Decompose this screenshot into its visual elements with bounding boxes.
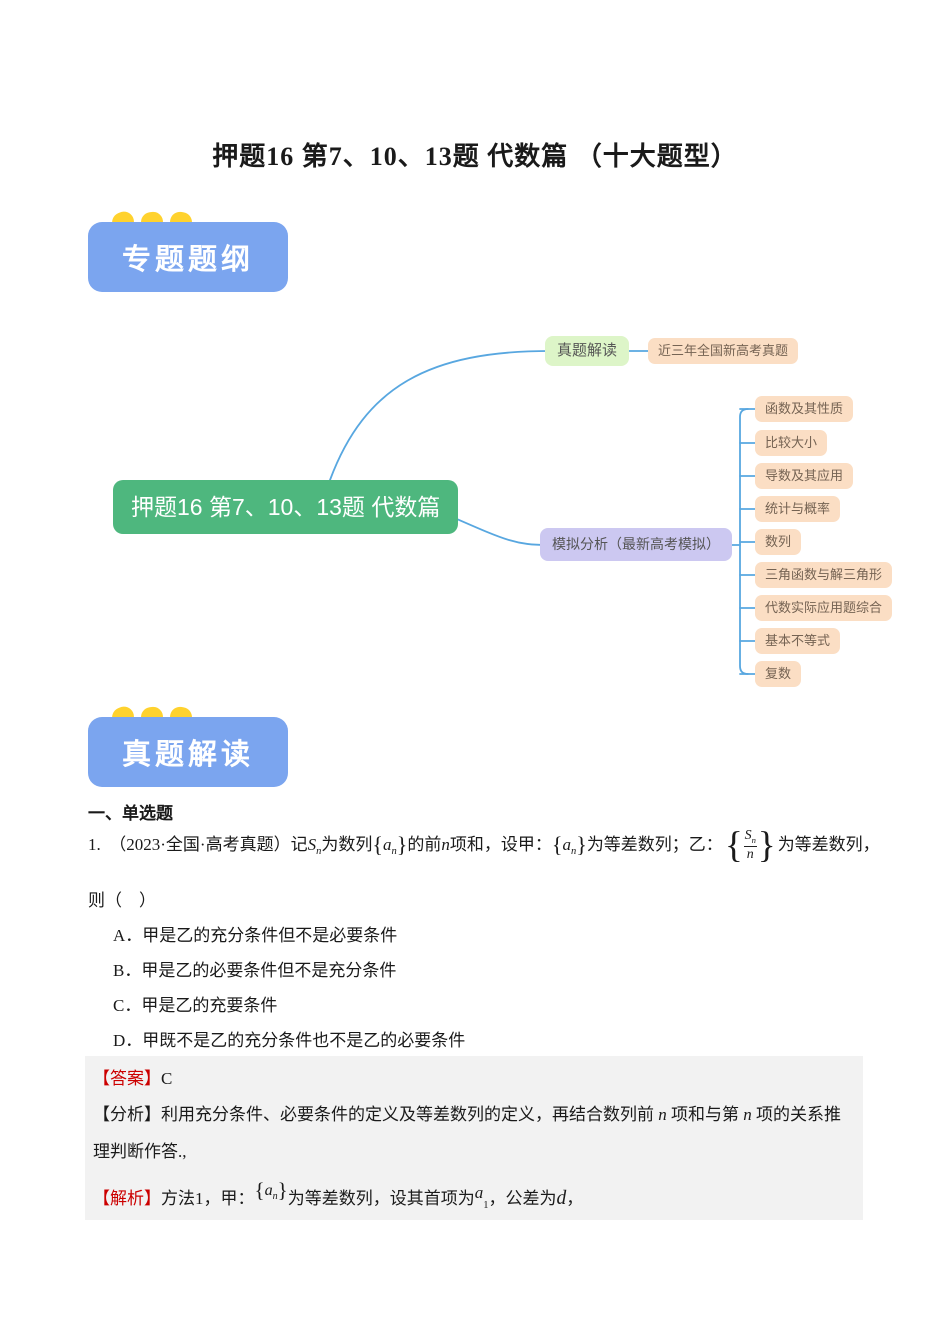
- question-seg: 为数列: [321, 834, 373, 854]
- analysis-row: 【分析】利用充分条件、必要条件的定义及等差数列的定义，再结合数列前 n 项和与第…: [93, 1096, 855, 1170]
- question-intro: 1. （2023·全国·高考真题）记: [88, 834, 308, 854]
- option-b: B．甲是乙的必要条件但不是充分条件: [113, 956, 396, 981]
- solution-text: ，公差为: [488, 1188, 557, 1208]
- question-seg: 的前: [407, 834, 442, 854]
- zhenti-badge: 真题解读: [88, 703, 308, 791]
- analysis-text: 项和与第: [671, 1105, 739, 1124]
- mindmap-topic-application: 代数实际应用题综合: [755, 595, 893, 621]
- question-seg: 为等差数列，: [777, 834, 880, 854]
- mindmap: 押题16 第7、10、13题 代数篇 真题解读 近三年全国新高考真题 模拟分析（…: [0, 320, 950, 700]
- brace-right: }: [576, 832, 587, 857]
- answer-label: 【答案】: [93, 1069, 161, 1088]
- brace-right: }: [396, 832, 408, 857]
- option-key: B．: [113, 961, 142, 980]
- brace-left: {: [254, 1178, 265, 1202]
- solution-row: 【解析】方法1，甲：{an}为等差数列，设其首项为a1，公差为d，: [93, 1178, 583, 1211]
- brace-left: {: [551, 832, 563, 857]
- option-key: C．: [113, 996, 142, 1015]
- mindmap-node-zhenti-child: 近三年全国新高考真题: [648, 338, 799, 364]
- math-sub-n: n: [751, 835, 756, 846]
- option-a: A．甲是乙的充分条件但不是必要条件: [113, 921, 397, 946]
- analysis-text: 利用充分条件、必要条件的定义及等差数列的定义，再结合数列前: [161, 1105, 654, 1124]
- math-d: d: [556, 1187, 567, 1209]
- brace-left: {: [372, 832, 383, 857]
- mindmap-center-node: 押题16 第7、10、13题 代数篇: [113, 480, 459, 534]
- answer-block: 【答案】C 【分析】利用充分条件、必要条件的定义及等差数列的定义，再结合数列前 …: [85, 1056, 863, 1220]
- brace-right: }: [757, 825, 776, 867]
- mindmap-topic-trig: 三角函数与解三角形: [755, 562, 893, 588]
- connector-center-to-zhenti: [329, 350, 551, 481]
- connector-center-to-moni: [449, 515, 549, 546]
- mindmap-topic-sequence: 数列: [755, 529, 802, 555]
- topic-stub-lines: [739, 408, 759, 675]
- option-text: 甲是乙的充要条件: [141, 996, 278, 1015]
- math-sub-1: 1: [483, 1200, 489, 1212]
- question-seg: 项和，设甲：: [449, 834, 552, 854]
- brace-right: }: [277, 1178, 288, 1202]
- math-sub-n: n: [391, 846, 397, 858]
- question-1-text: 1. （2023·全国·高考真题）记Sn为数列{an}的前n项和，设甲：{an}…: [88, 826, 888, 864]
- solution-text: 为等差数列，设其首项为: [287, 1188, 475, 1208]
- math-a1: a: [474, 1182, 484, 1202]
- answer-value: C: [161, 1069, 173, 1088]
- analysis-text: 项的关系推理判断作答.,: [93, 1105, 841, 1161]
- mindmap-topic-compare: 比较大小: [755, 430, 828, 456]
- page-title: 押题16 第7、10、13题 代数篇 （十大题型）: [212, 142, 738, 171]
- mindmap-node-zhenti: 真题解读: [545, 336, 630, 366]
- zhenti-badge-label: 真题解读: [88, 717, 288, 787]
- brace-left: {: [724, 825, 743, 867]
- mindmap-topic-inequality: 基本不等式: [755, 628, 841, 654]
- option-c: C．甲是乙的充要条件: [113, 991, 277, 1016]
- math-n: n: [743, 845, 757, 864]
- math-S: S: [307, 834, 317, 854]
- question-1-prompt: 则（ ）: [88, 891, 156, 910]
- outline-badge: 专题题纲: [88, 208, 308, 296]
- analysis-label: 【分析】: [93, 1105, 161, 1124]
- math-S: S: [744, 828, 752, 844]
- math-a: a: [382, 834, 392, 854]
- option-text: 甲既不是乙的充分条件也不是乙的必要条件: [142, 1031, 466, 1050]
- mindmap-node-moni: 模拟分析（最新高考模拟）: [540, 528, 732, 561]
- math-a: a: [562, 834, 571, 854]
- option-text: 甲是乙的必要条件但不是充分条件: [141, 961, 397, 980]
- mindmap-connectors: [329, 350, 759, 675]
- mindmap-topic-complex: 复数: [755, 661, 802, 687]
- solution-label: 【解析】: [93, 1188, 161, 1208]
- option-d: D．甲既不是乙的充分条件也不是乙的必要条件: [113, 1026, 465, 1051]
- section-heading: 一、单选题: [88, 804, 173, 823]
- math-sub-n: n: [570, 846, 577, 858]
- math-n: n: [441, 834, 450, 854]
- mindmap-topic-functions: 函数及其性质: [755, 396, 854, 422]
- solution-text: ，: [566, 1188, 584, 1208]
- math-sub-n: n: [316, 846, 322, 858]
- math-n: n: [658, 1105, 667, 1124]
- option-text: 甲是乙的充分条件但不是必要条件: [142, 926, 398, 945]
- solution-text: 方法1，甲：: [161, 1188, 255, 1208]
- math-set-an: {an}: [255, 1178, 288, 1203]
- outline-badge-label: 专题题纲: [88, 222, 288, 292]
- option-key: A．: [113, 926, 143, 945]
- mindmap-topic-derivative: 导数及其应用: [755, 463, 854, 489]
- mindmap-topic-statistics: 统计与概率: [755, 496, 841, 522]
- math-a: a: [264, 1181, 273, 1199]
- option-key: D．: [113, 1031, 143, 1050]
- answer-row: 【答案】C: [93, 1064, 172, 1089]
- math-sub-n: n: [272, 1191, 278, 1203]
- math-n: n: [743, 1105, 752, 1124]
- question-seg: 为等差数列；乙：: [586, 834, 723, 854]
